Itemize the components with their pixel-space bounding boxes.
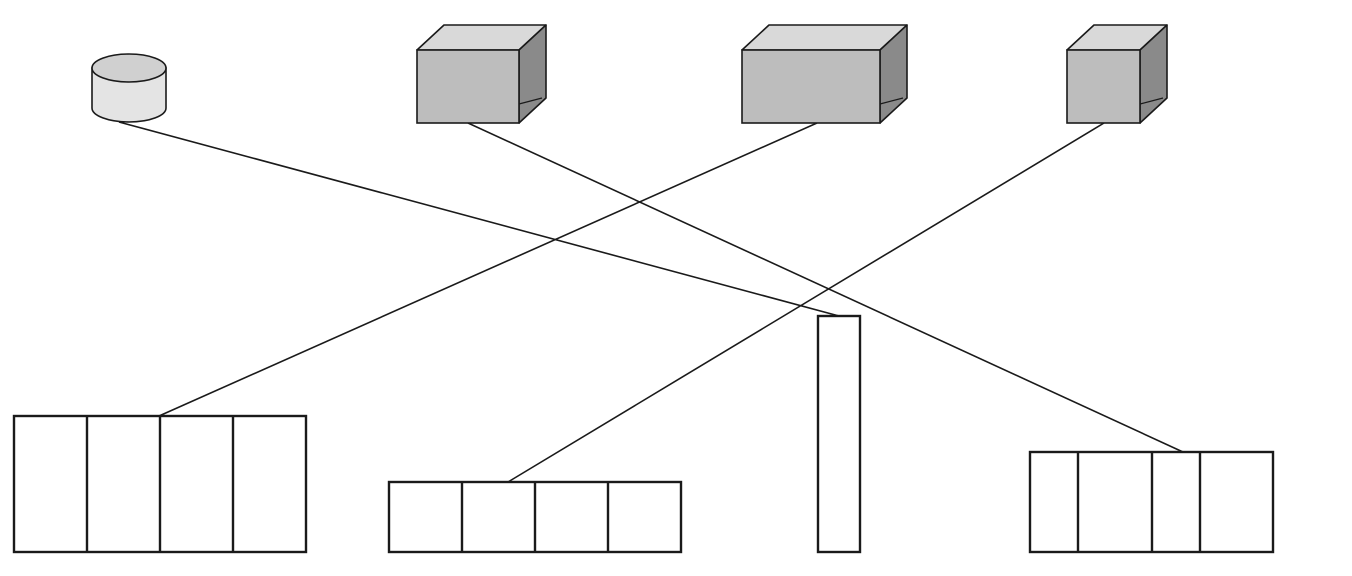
box-edge-line	[518, 97, 543, 105]
target-blocks	[12, 314, 1275, 554]
source-shapes	[91, 24, 1168, 124]
connection-line-box-3-to-block-b	[507, 122, 1105, 483]
box-edge-line	[1139, 97, 1164, 105]
connection-lines	[118, 121, 1184, 483]
target-block-d	[1028, 450, 1275, 554]
cylinder-body	[91, 67, 167, 123]
connection-line-cylinder-to-block-c	[118, 121, 840, 317]
storage-cylinder-icon	[91, 53, 167, 123]
connection-line-box-1-to-block-d	[467, 122, 1184, 453]
cube-icon	[1066, 24, 1168, 124]
box-top-face	[741, 24, 908, 51]
target-block-a	[12, 414, 308, 554]
block-outline	[816, 314, 862, 554]
box-front-face	[741, 49, 881, 124]
box-front-face	[416, 49, 520, 124]
cube-icon	[741, 24, 908, 124]
connection-line-box-2-to-block-a	[158, 122, 818, 417]
target-block-b	[387, 480, 683, 554]
target-block-c	[816, 314, 862, 554]
box-edge-line	[879, 97, 904, 105]
box-front-face	[1066, 49, 1141, 124]
cube-icon	[416, 24, 547, 124]
cylinder-top	[91, 53, 167, 83]
